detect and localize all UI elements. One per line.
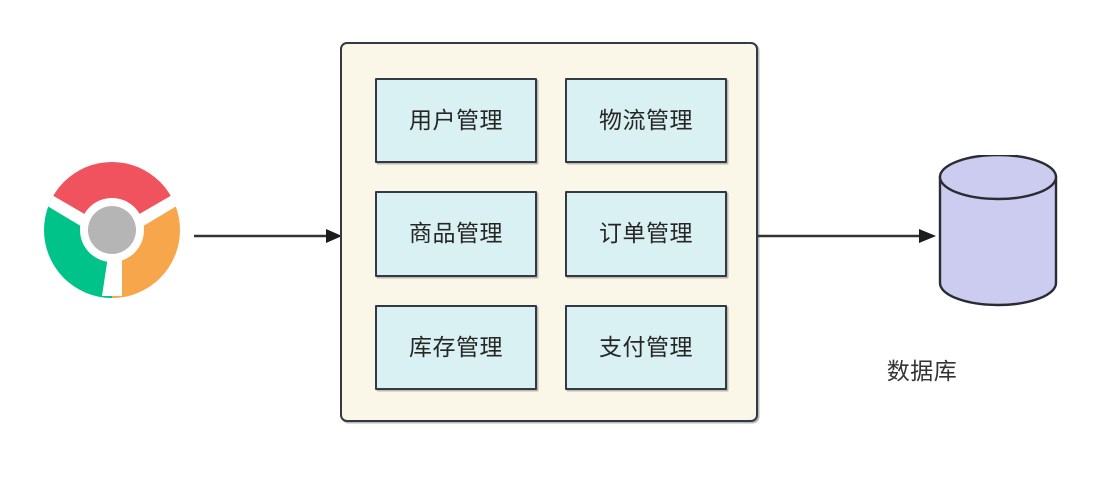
database-cylinder-icon — [938, 155, 1058, 307]
browser-node[interactable] — [42, 160, 182, 300]
database-node[interactable] — [932, 155, 1072, 315]
module-label: 库存管理 — [409, 333, 503, 360]
module-box-logistics-management[interactable]: 物流管理 — [565, 78, 727, 164]
module-box-order-management[interactable]: 订单管理 — [565, 191, 727, 277]
system-container: 用户管理 物流管理 商品管理 订单管理 库存管理 支付管理 — [340, 42, 758, 422]
module-box-inventory-management[interactable]: 库存管理 — [375, 304, 537, 390]
chrome-logo-icon — [44, 162, 180, 298]
module-label: 订单管理 — [599, 220, 693, 247]
module-grid: 用户管理 物流管理 商品管理 订单管理 库存管理 支付管理 — [375, 78, 727, 390]
module-box-user-management[interactable]: 用户管理 — [375, 78, 537, 164]
module-box-payment-management[interactable]: 支付管理 — [565, 304, 727, 390]
module-label: 用户管理 — [409, 107, 503, 134]
arrow-browser-to-system — [194, 229, 342, 243]
module-label: 物流管理 — [599, 107, 693, 134]
module-label: 支付管理 — [599, 333, 693, 360]
arrow-system-to-database — [758, 229, 936, 243]
module-box-product-management[interactable]: 商品管理 — [375, 191, 537, 277]
database-label: 数据库 — [886, 358, 958, 384]
module-label: 商品管理 — [409, 220, 503, 247]
